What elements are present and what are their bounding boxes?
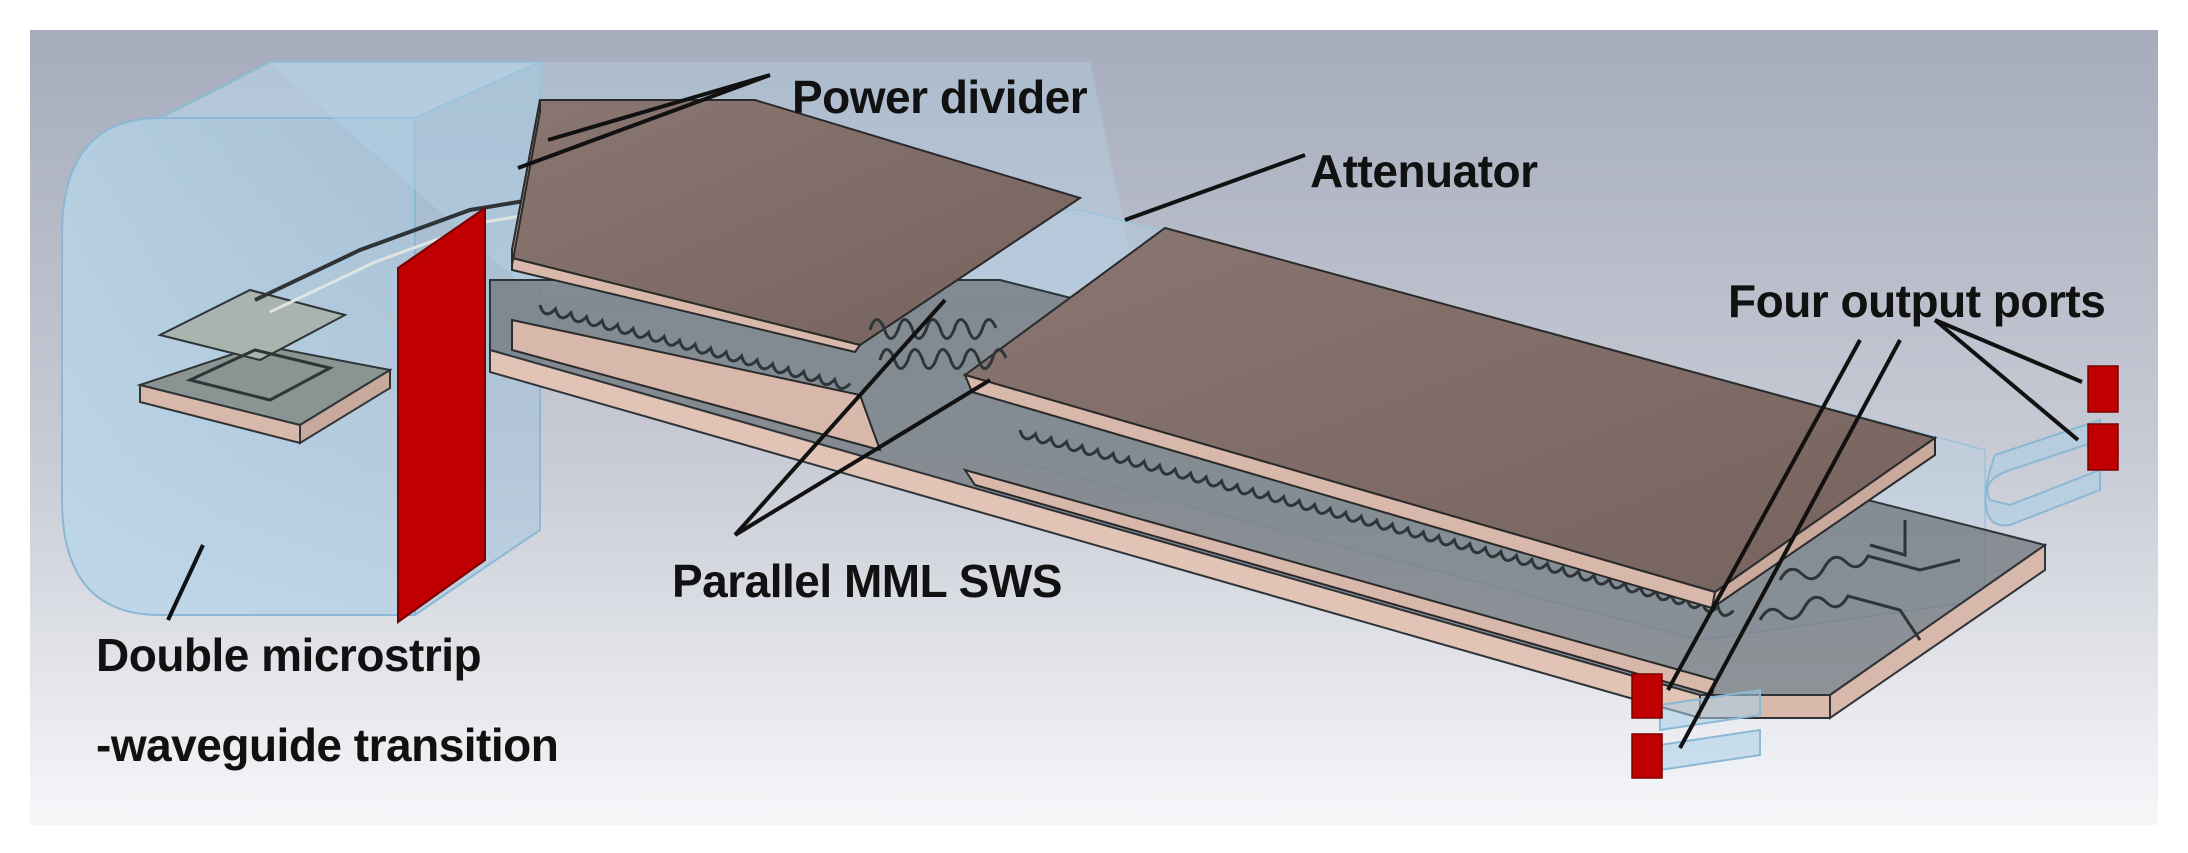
meander-line-center	[868, 318, 1008, 370]
leader-transition	[166, 544, 205, 621]
attenuator-block-2-lower	[962, 468, 1717, 697]
leader-power-divider-1	[547, 73, 771, 142]
leader-lines	[166, 73, 2083, 749]
output-microstrip	[1758, 520, 1961, 641]
attenuator-block-2	[962, 226, 1938, 611]
leader-ports-3	[1666, 339, 1862, 691]
leader-attenuator	[1124, 153, 1306, 222]
meander-line-lower	[538, 304, 1735, 617]
leader-ports-1	[1934, 318, 2083, 384]
label-parallel-mml-sws: Parallel MML SWS	[672, 555, 1062, 607]
input-microstrip	[136, 162, 650, 445]
leader-ports-2	[1933, 318, 2080, 442]
label-transition-line1: Double microstrip	[96, 629, 482, 681]
label-transition-line2: -waveguide transition	[96, 719, 559, 771]
leader-parallel-sws-2	[733, 378, 992, 537]
leader-ports-4	[1678, 339, 1902, 749]
attenuator-block-1	[511, 99, 1083, 354]
output-port-1	[2087, 365, 2119, 413]
label-power-divider: Power divider	[792, 71, 1088, 123]
label-four-output-ports: Four output ports	[1728, 275, 2106, 327]
input-port	[397, 206, 486, 624]
leader-power-divider-2	[517, 73, 771, 170]
output-port-2	[2087, 423, 2119, 471]
attenuator-block-1-lower	[511, 318, 882, 452]
label-attenuator: Attenuator	[1310, 145, 1538, 197]
output-port-4	[1631, 733, 1663, 779]
leader-parallel-sws-1	[733, 298, 947, 537]
output-port-3	[1631, 673, 1663, 719]
